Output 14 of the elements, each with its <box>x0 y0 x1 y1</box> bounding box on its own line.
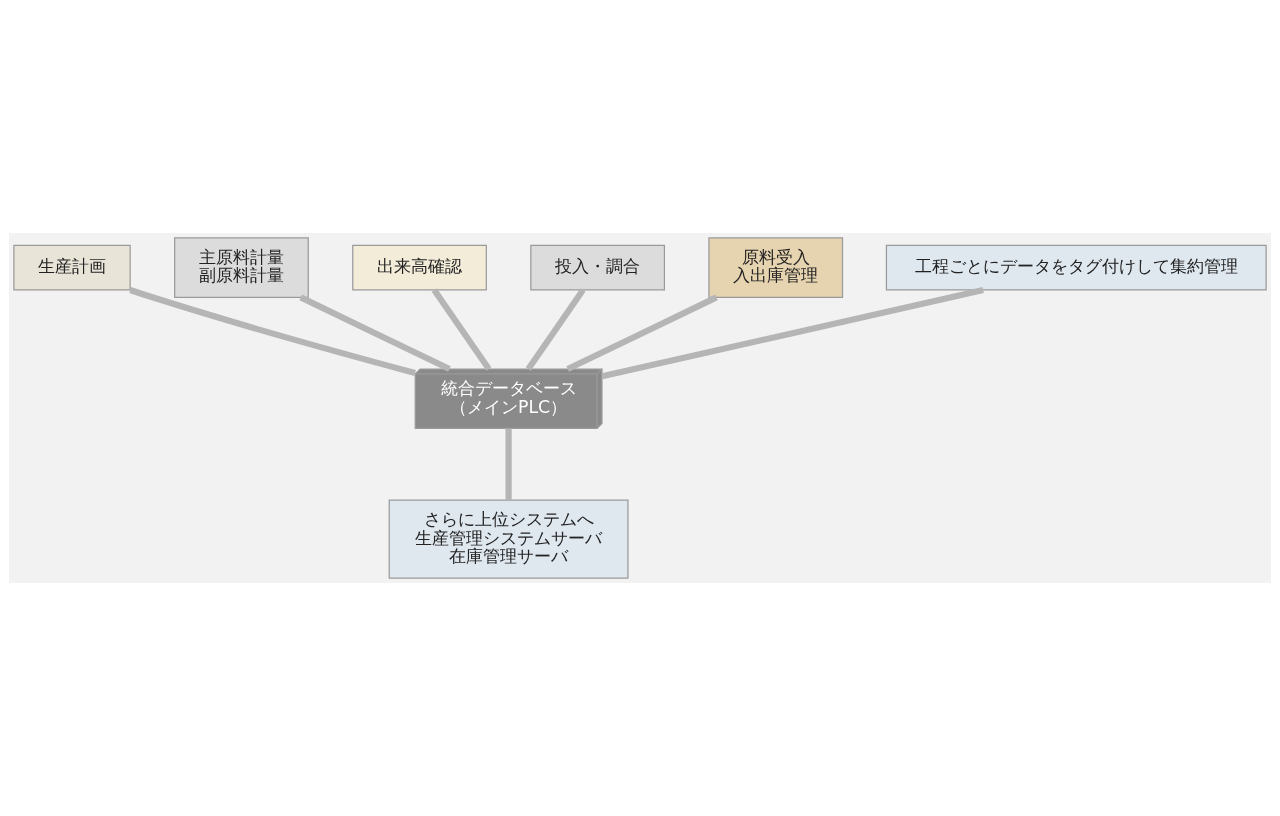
connector <box>505 428 512 500</box>
connector <box>129 287 416 376</box>
node-box: 工程ごとにデータをタグ付けして集約管理 <box>885 244 1267 291</box>
node-box: 主原料計量 副原料計量 <box>174 237 309 298</box>
node-box: 出来高確認 <box>352 244 487 291</box>
connector <box>525 288 586 371</box>
node-box: 投入・調合 <box>530 244 666 291</box>
node-box: 原料受入 入出庫管理 <box>708 237 844 298</box>
node-box: 生産計画 <box>13 244 131 291</box>
connector <box>601 286 984 380</box>
connector <box>566 294 718 372</box>
connector <box>431 288 492 371</box>
connector <box>299 294 451 372</box>
node-box: さらに上位システムへ 生産管理システムサーバ 在庫管理サーバ <box>388 499 629 579</box>
